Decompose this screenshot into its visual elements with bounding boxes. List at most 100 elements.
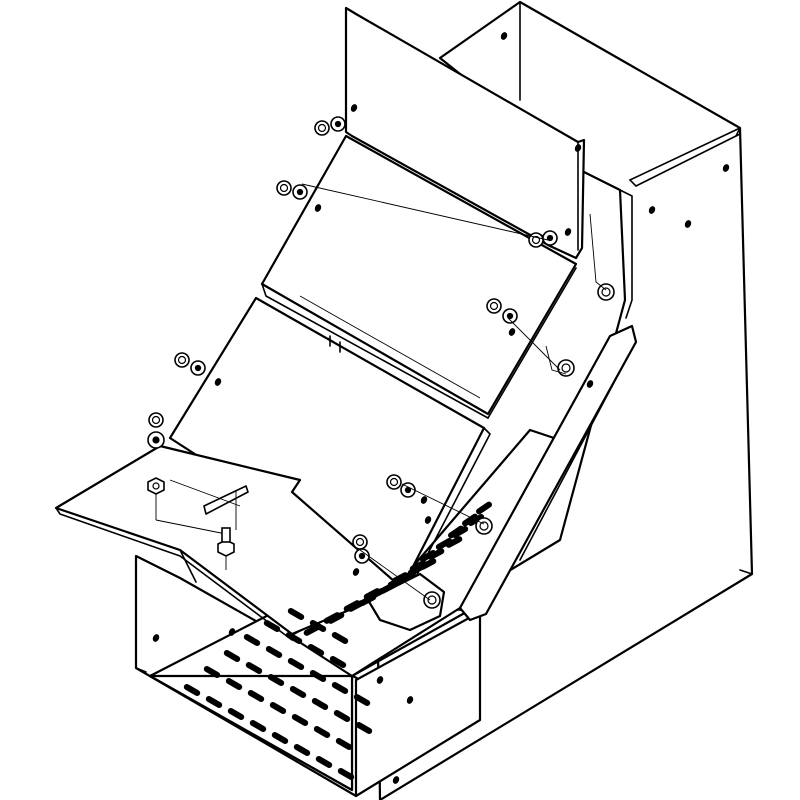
floor-slot: [313, 726, 331, 738]
mounting-hole: [152, 634, 160, 642]
floor-perforations: [183, 501, 492, 780]
washer-bore: [404, 486, 412, 494]
floor-slot: [337, 768, 355, 780]
floor-slot: [249, 720, 267, 732]
hex-nut: [597, 283, 615, 301]
washer-bore: [152, 436, 160, 444]
floor-slot: [243, 634, 261, 646]
nut-bore: [561, 363, 571, 373]
mounting-hole: [684, 220, 692, 228]
floor-slot: [203, 666, 221, 678]
nut-bore: [151, 415, 161, 425]
hex-nut: [148, 412, 164, 428]
mounting-hole: [350, 104, 358, 112]
floor-slot: [435, 538, 453, 550]
hex-bolt: [147, 477, 235, 570]
floor-slot: [247, 690, 265, 702]
floor-slot: [476, 501, 492, 515]
floor-slot: [287, 658, 305, 670]
floor-slot: [223, 650, 241, 662]
floor-slot: [329, 656, 347, 668]
hex-nut: [314, 120, 330, 136]
floor-slot: [331, 632, 349, 644]
floor-slot: [419, 558, 437, 570]
floor-slot: [448, 525, 464, 539]
floor-slot: [315, 756, 333, 768]
floor-slot: [379, 582, 397, 594]
mounting-hole: [564, 228, 572, 236]
nuts-and-washers: [147, 116, 615, 609]
nut-bore: [479, 521, 489, 531]
hex-nut: [174, 352, 190, 368]
nut-bore: [355, 537, 365, 547]
floor-slot: [445, 536, 463, 548]
floor-slot: [327, 612, 345, 624]
floor-slot: [335, 738, 353, 750]
nut-bore: [427, 595, 437, 605]
mounting-hole: [508, 328, 516, 336]
washer-bore: [546, 234, 554, 242]
floor-slot: [271, 732, 289, 744]
hex-nut: [423, 591, 441, 609]
floor-slot: [269, 702, 287, 714]
floor-slot: [263, 620, 281, 632]
hex-nut: [276, 180, 292, 196]
mounting-hole: [722, 164, 730, 172]
upper-cover-plate: [260, 134, 578, 419]
hex-nut: [386, 474, 402, 490]
floor-slot: [355, 722, 373, 734]
nut-bore: [601, 287, 611, 297]
mounting-hole: [586, 380, 594, 388]
lower-right-side-wall: [354, 610, 482, 798]
floor-slot: [293, 744, 311, 756]
mounting-hole: [314, 204, 322, 212]
floor-slot: [289, 686, 307, 698]
floor-slot: [331, 682, 349, 694]
washer-bore: [296, 188, 304, 196]
floor-slot: [205, 696, 223, 708]
floor-slot: [419, 550, 437, 562]
floor-slot: [307, 644, 325, 656]
rising-right-side-wall: [458, 324, 638, 622]
mounting-hole: [376, 676, 384, 684]
washer-bore: [194, 364, 202, 372]
floor-slot: [359, 594, 377, 606]
floor-slot: [462, 513, 478, 527]
floor-slot: [333, 710, 351, 722]
mounting-hole: [228, 628, 236, 636]
floor-slot: [265, 646, 283, 658]
assembly-leader-lines: [301, 183, 607, 601]
floor-slot: [285, 632, 303, 644]
floor-slot: [309, 670, 327, 682]
floor-slot: [225, 678, 243, 690]
washer-bore: [506, 312, 514, 320]
mounting-hole: [500, 32, 508, 40]
hex-nut: [528, 232, 544, 248]
coupler-plate: [366, 572, 446, 632]
floor-slot: [391, 572, 409, 584]
nut-bore: [177, 355, 187, 365]
hex-nut: [475, 517, 493, 535]
nut-bore: [389, 477, 399, 487]
floor-slot: [227, 708, 245, 720]
floor-slot: [287, 608, 305, 620]
nut-bore: [279, 183, 289, 193]
floor-slot: [409, 560, 427, 572]
mounting-hole: [352, 568, 360, 576]
floor-slot: [267, 674, 285, 686]
mounting-hole: [574, 144, 582, 152]
mounting-hole: [406, 696, 414, 704]
mounting-hole: [214, 378, 222, 386]
hex-nut: [352, 534, 368, 550]
washer-bore: [334, 120, 342, 128]
mounting-hole: [420, 496, 428, 504]
floor-slot: [291, 714, 309, 726]
nut-bore: [531, 235, 541, 245]
floor-slot: [183, 684, 201, 696]
floor-slot: [353, 694, 371, 706]
washer-bore: [358, 552, 366, 560]
floor-slot: [311, 698, 329, 710]
mounting-hole: [648, 206, 656, 214]
